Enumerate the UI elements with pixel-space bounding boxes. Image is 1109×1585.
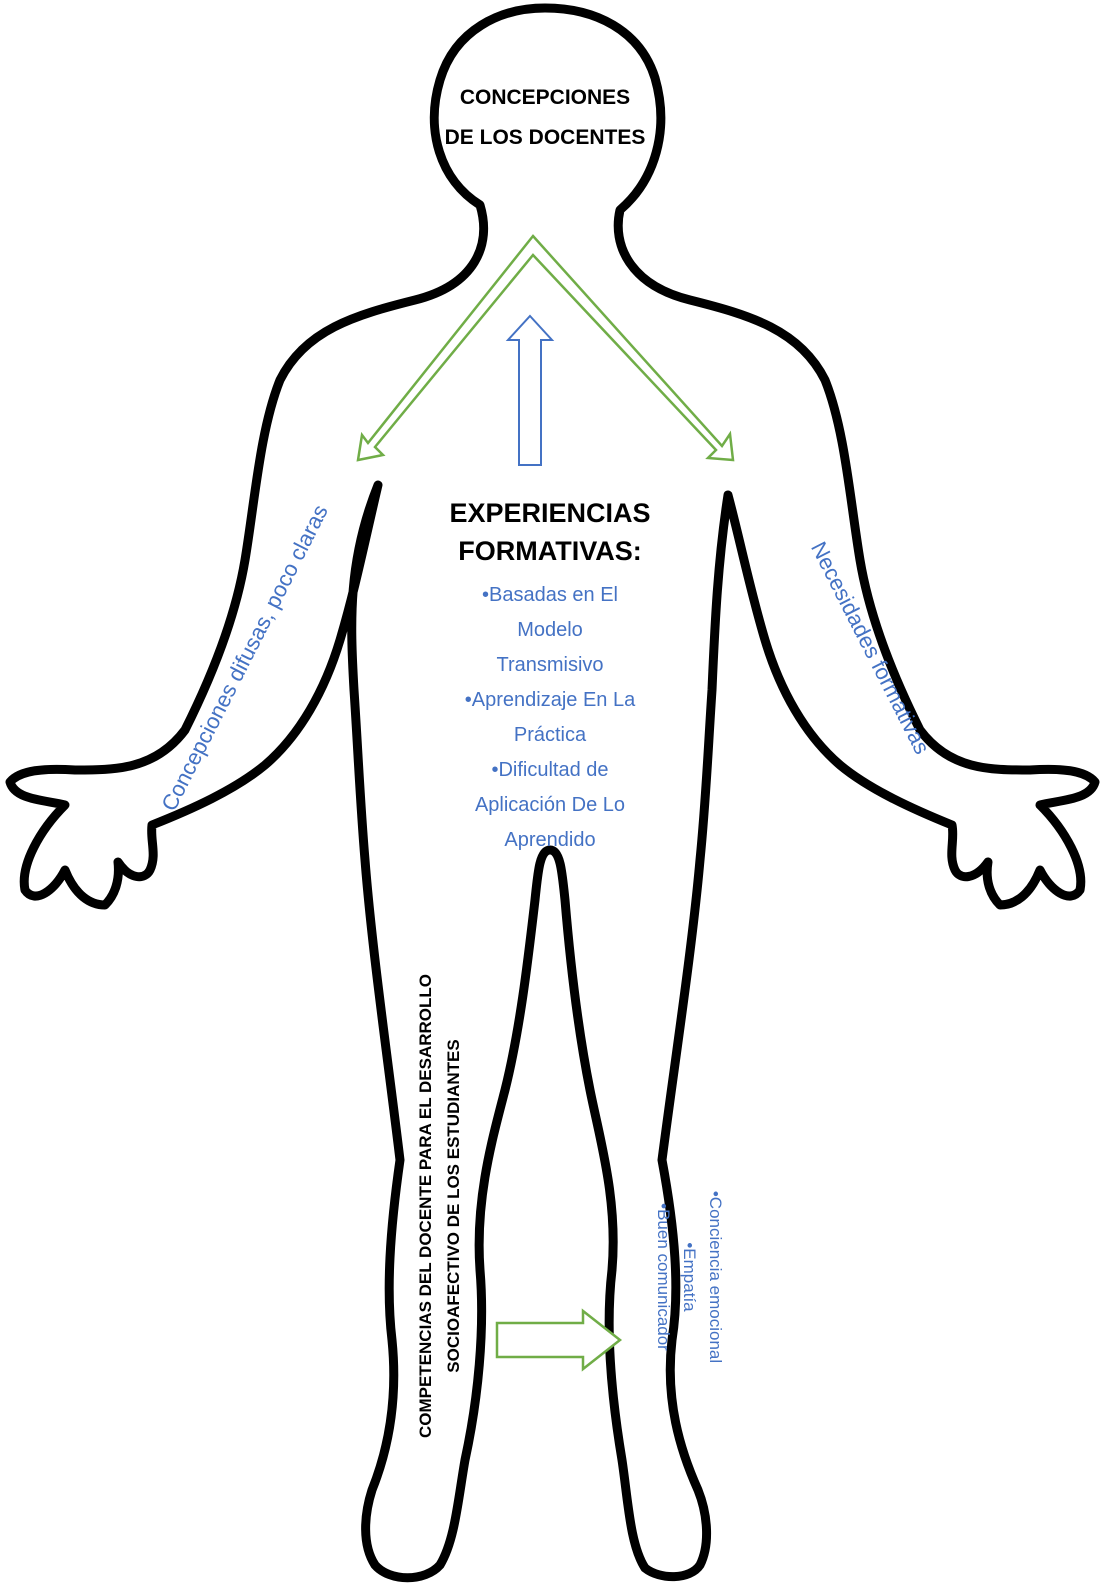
legs-list: •Conciencia emocional •Empatía •Buen com… [650, 1157, 728, 1397]
legs-title: COMPETENCIAS DEL DOCENTE PARA EL DESARRO… [412, 926, 468, 1486]
torso-list-item: Transmisivo [420, 648, 680, 683]
torso-list-item: •Basadas en El [420, 578, 680, 613]
torso-list-item: Modelo [420, 613, 680, 648]
torso-list-item: Aprendido [420, 823, 680, 858]
head-label-line2: DE LOS DOCENTES [420, 118, 670, 158]
torso-list-item: •Dificultad de [420, 753, 680, 788]
head-label: CONCEPCIONES DE LOS DOCENTES [420, 78, 670, 158]
legs-list-item: •Buen comunicador [650, 1157, 676, 1397]
legs-title-line1: COMPETENCIAS DEL DOCENTE PARA EL DESARRO… [412, 926, 440, 1486]
torso-title-line1: EXPERIENCIAS [400, 494, 700, 532]
torso-list-item: Práctica [420, 718, 680, 753]
legs-title-line2: SOCIOAFECTIVO DE LOS ESTUDIANTES [440, 926, 468, 1486]
torso-list-item: Aplicación De Lo [420, 788, 680, 823]
legs-list-item: •Empatía [676, 1157, 702, 1397]
torso-title-line2: FORMATIVAS: [400, 532, 700, 570]
torso-list: •Basadas en El Modelo Transmisivo •Apren… [420, 578, 680, 858]
legs-list-item: •Conciencia emocional [702, 1157, 728, 1397]
right-arrow-green [497, 1311, 620, 1369]
torso-title: EXPERIENCIAS FORMATIVAS: [400, 494, 700, 570]
torso-list-item: •Aprendizaje En La [420, 683, 680, 718]
head-label-line1: CONCEPCIONES [420, 78, 670, 118]
